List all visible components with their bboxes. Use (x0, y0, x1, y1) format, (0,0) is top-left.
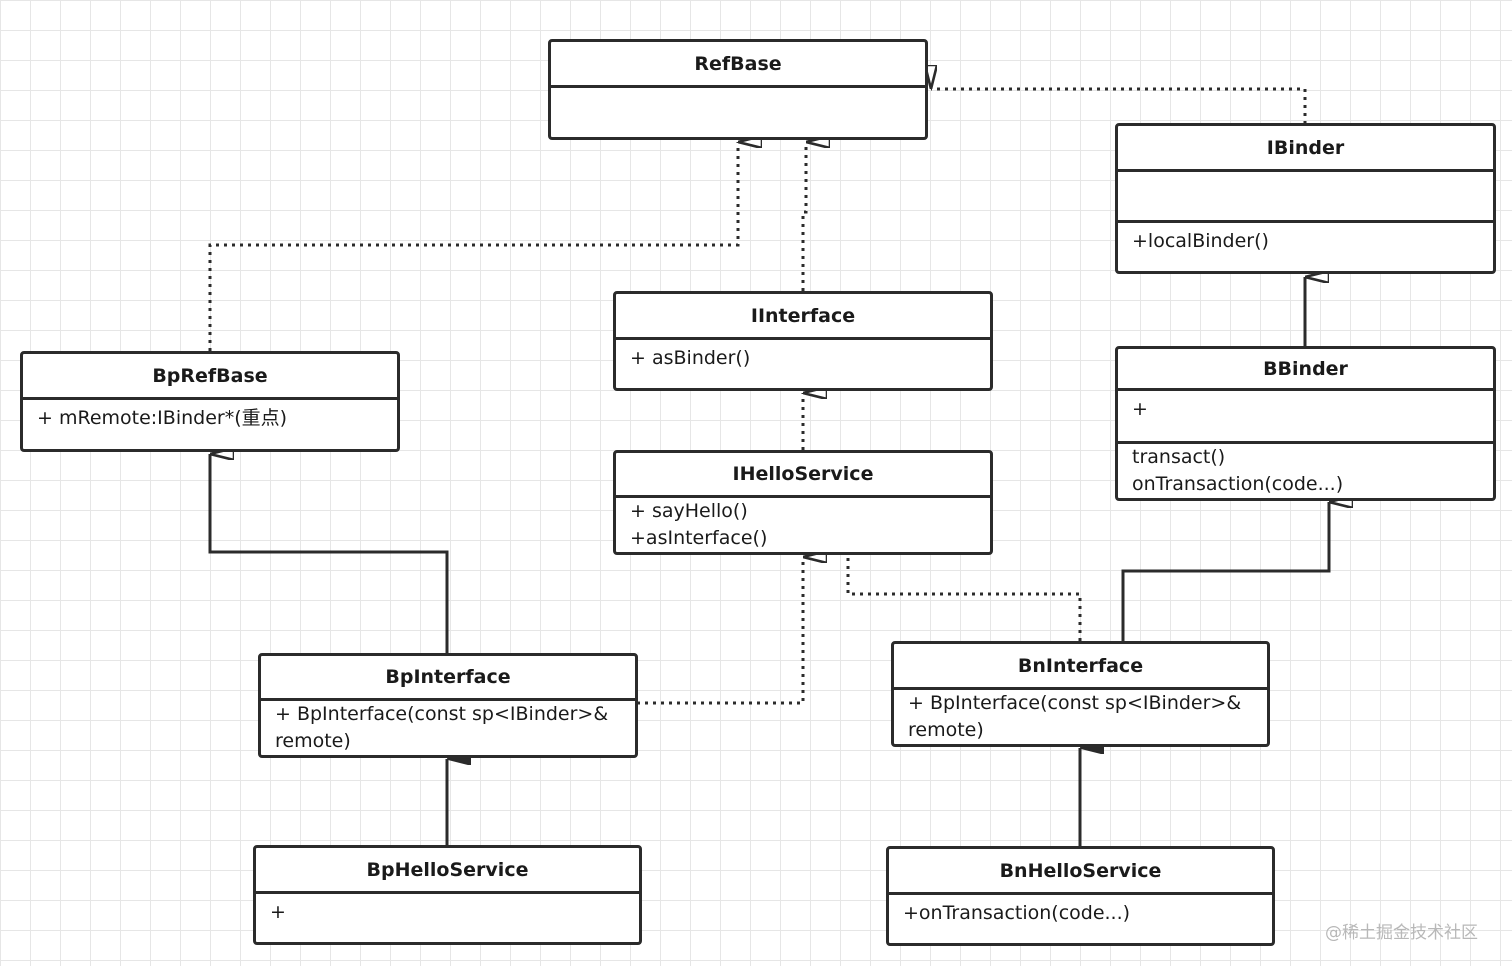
class-bnhelloservice-methods: +onTransaction(code...) (903, 902, 1131, 924)
class-bpinterface-name: BpInterface (261, 656, 635, 701)
class-iinterface-methods: + asBinder() (630, 347, 751, 369)
class-bninterface-name: BnInterface (894, 644, 1267, 690)
class-bpinterface-methods: + BpInterface(const sp<IBinder>& remote) (275, 703, 609, 752)
class-refbase-name: RefBase (551, 42, 925, 88)
class-iinterface: IInterface + asBinder() (613, 291, 993, 391)
class-ibinder-methods: +localBinder() (1118, 220, 1493, 271)
class-bnhelloservice-name: BnHelloService (889, 849, 1272, 895)
relation-bninterface-ihelloservice (846, 548, 1082, 641)
class-bphelloservice-members: + (270, 901, 286, 923)
class-bbinder-methods: transact() onTransaction(code...) (1118, 441, 1493, 498)
relation-bninterface-bbinder (1121, 502, 1329, 641)
relation-bpinterface-bprefbase (208, 454, 449, 653)
class-bbinder: BBinder + transact() onTransaction(code.… (1115, 346, 1496, 501)
class-bpinterface: BpInterface + BpInterface(const sp<IBind… (258, 653, 638, 758)
class-ibinder-attributes (1118, 172, 1493, 220)
watermark: @稀土掘金技术社区 (1325, 923, 1478, 943)
class-refbase-members (551, 88, 925, 137)
class-refbase: RefBase (548, 39, 928, 140)
class-ibinder: IBinder +localBinder() (1115, 123, 1496, 274)
relation-bpinterface-ihelloservice (637, 557, 803, 705)
class-bphelloservice-name: BpHelloService (256, 848, 639, 894)
class-ihelloservice: IHelloService + sayHello() +asInterface(… (613, 450, 993, 555)
class-bbinder-name: BBinder (1118, 349, 1493, 391)
class-bnhelloservice: BnHelloService +onTransaction(code...) (886, 846, 1275, 946)
relation-ibinder-refbase (931, 89, 1307, 124)
class-iinterface-name: IInterface (616, 294, 990, 340)
class-bninterface-methods: + BpInterface(const sp<IBinder>& remote) (908, 692, 1242, 741)
class-ihelloservice-methods: + sayHello() +asInterface() (630, 500, 768, 549)
class-bninterface: BnInterface + BpInterface(const sp<IBind… (891, 641, 1270, 747)
relation-iinterface-refbase (801, 142, 806, 291)
class-bprefbase-name: BpRefBase (23, 354, 397, 400)
class-bbinder-attributes: + (1132, 398, 1148, 420)
class-bprefbase: BpRefBase + mRemote:IBinder*(重点) (20, 351, 400, 452)
class-ihelloservice-name: IHelloService (616, 453, 990, 498)
class-bprefbase-attributes: + mRemote:IBinder*(重点) (37, 407, 288, 429)
class-bphelloservice: BpHelloService + (253, 845, 642, 945)
class-ibinder-name: IBinder (1118, 126, 1493, 172)
relation-bprefbase-refbase (208, 142, 738, 351)
